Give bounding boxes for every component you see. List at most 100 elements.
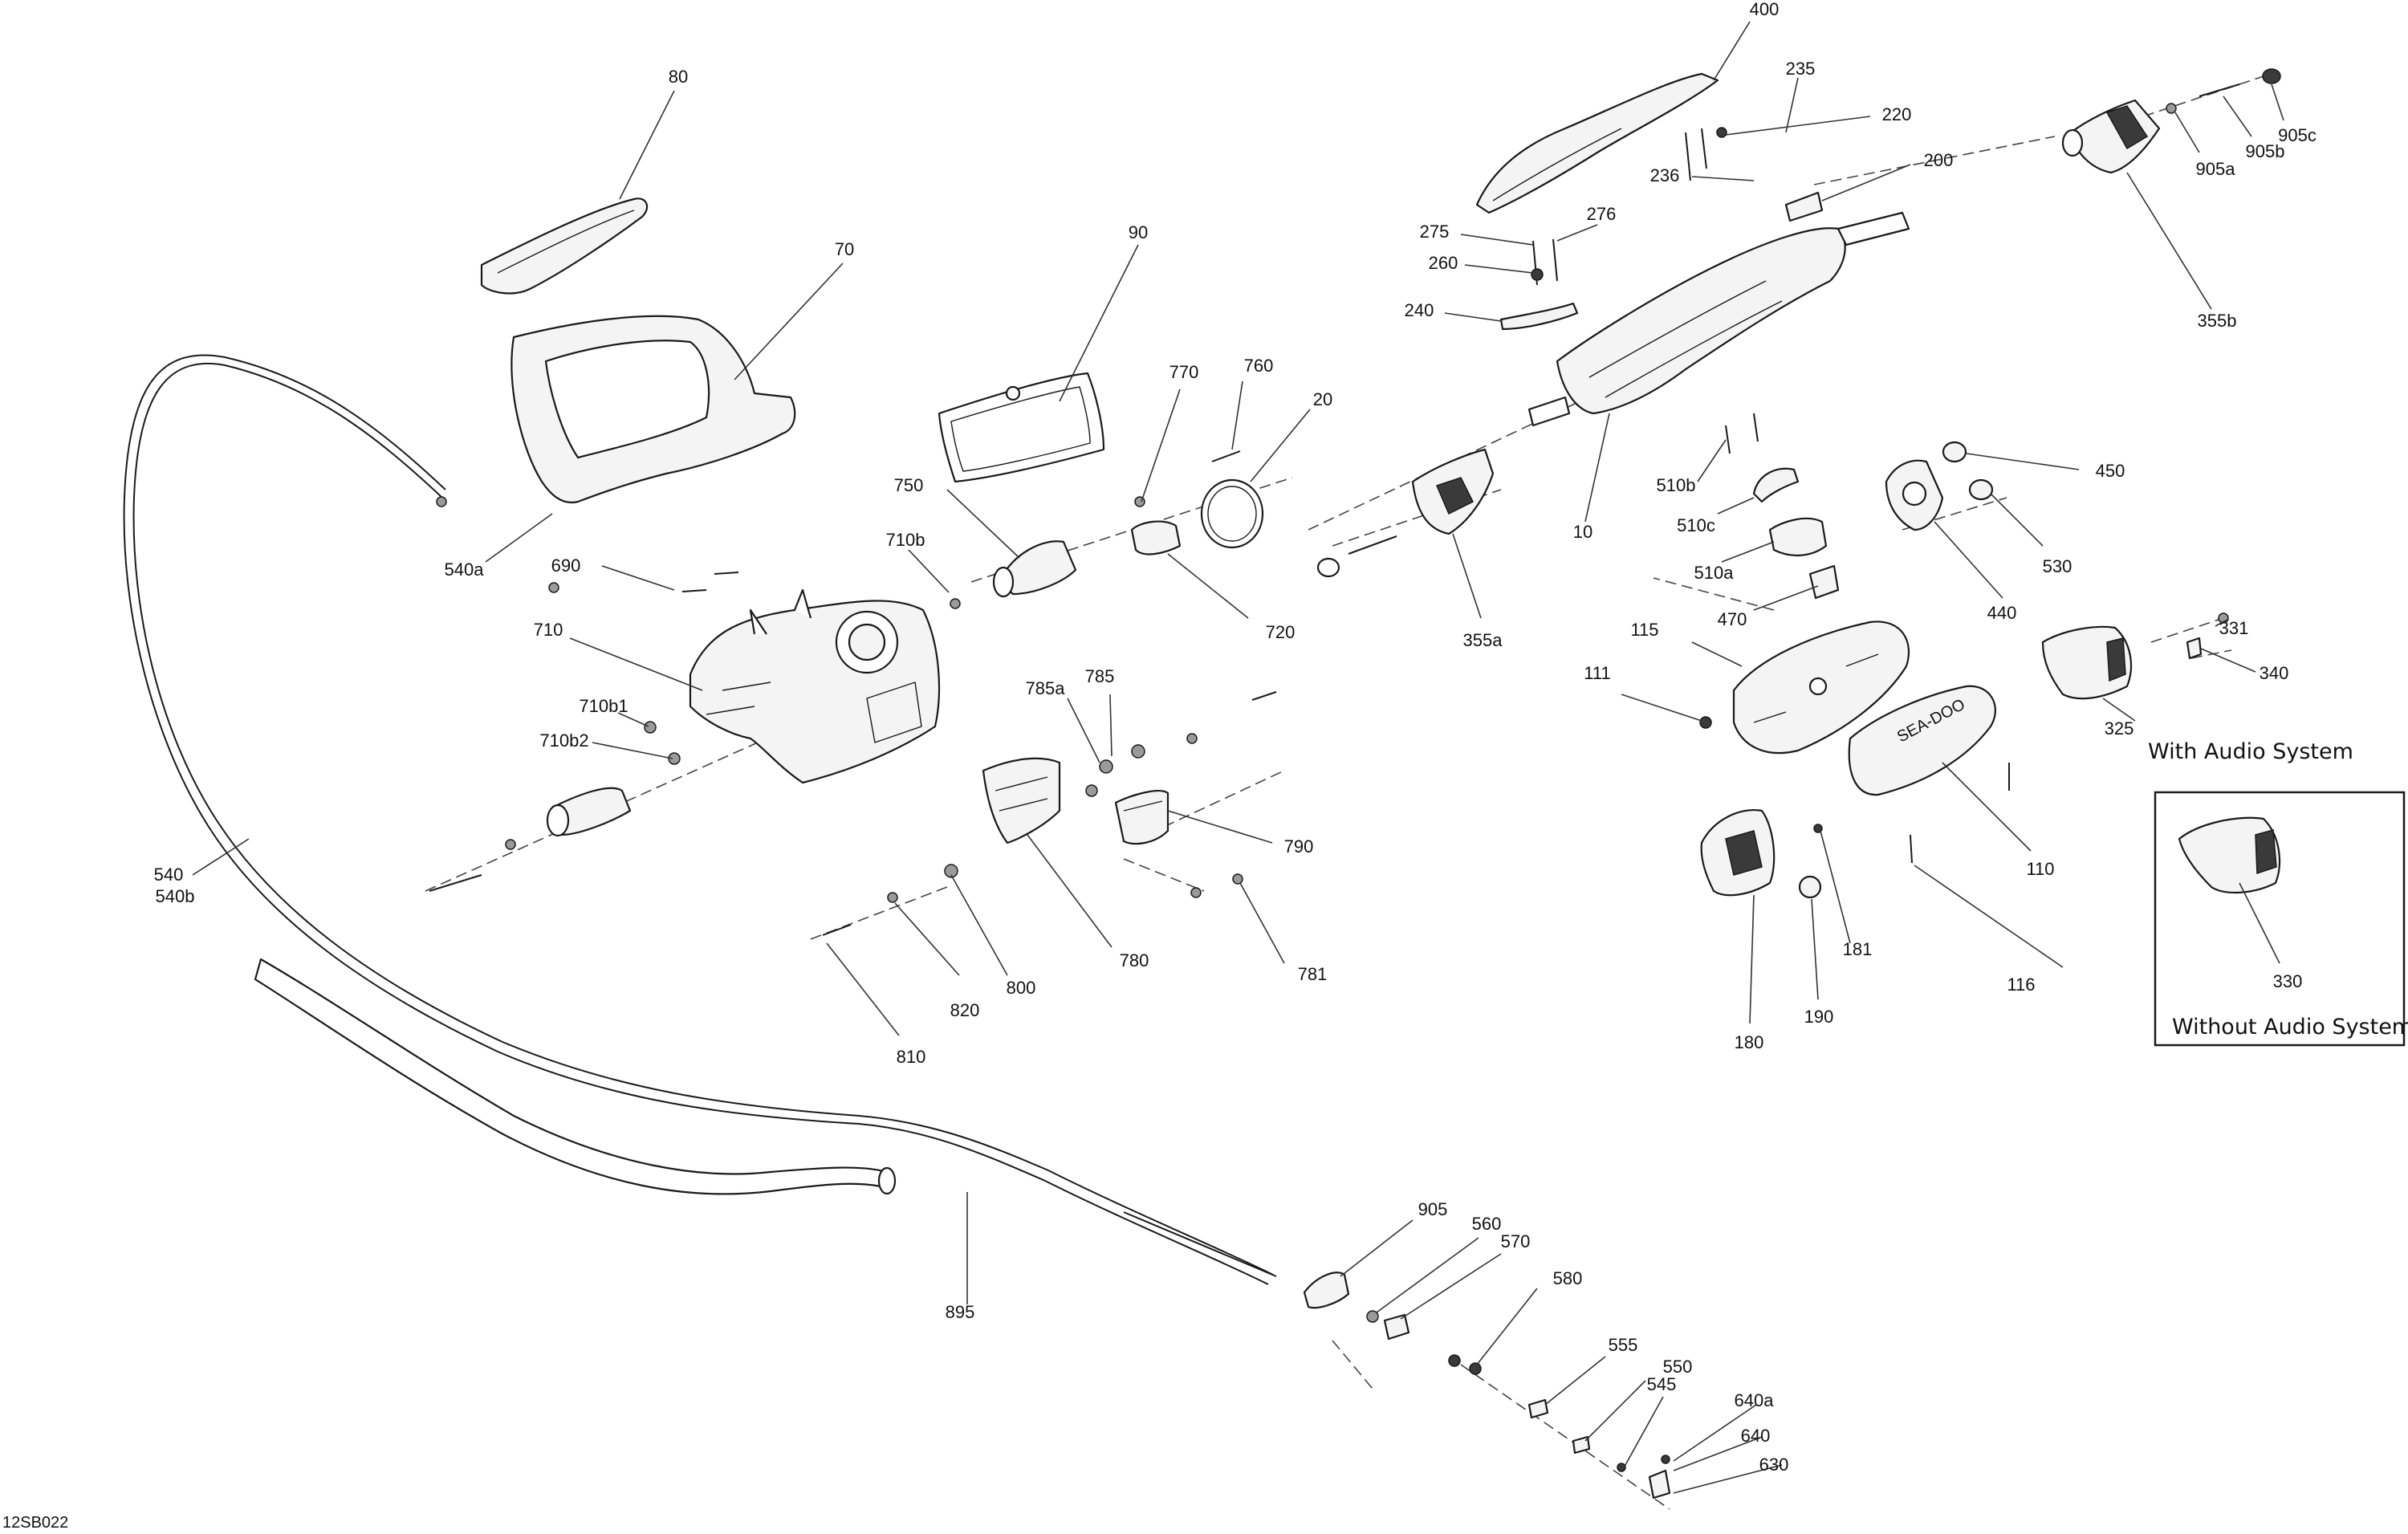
part-90-gasket: [938, 372, 1105, 483]
label-710b1: 710b1: [579, 696, 628, 716]
label-325: 325: [2105, 718, 2134, 739]
part-510-clamp: [1752, 467, 1828, 557]
part-355b-grip: [2061, 99, 2161, 174]
label-540: 540: [154, 865, 184, 885]
label-580: 580: [1553, 1268, 1583, 1288]
small-fasteners-right: [1531, 127, 2229, 899]
label-330: 330: [2273, 971, 2303, 991]
label-276: 276: [1587, 204, 1617, 224]
label-90: 90: [1129, 222, 1148, 242]
label-800: 800: [1007, 978, 1036, 998]
label-200: 200: [1924, 150, 1954, 170]
label-20: 20: [1313, 389, 1332, 409]
label-640a: 640a: [1735, 1390, 1775, 1410]
label-180: 180: [1735, 1032, 1764, 1052]
label-710b2: 710b2: [539, 730, 588, 751]
label-790: 790: [1284, 836, 1314, 857]
part-240-lever: [1499, 302, 1579, 331]
label-770: 770: [1169, 362, 1199, 382]
label-905b: 905b: [2246, 141, 2285, 161]
label-510a: 510a: [1694, 563, 1735, 583]
cable-end-parts: [1303, 1272, 1671, 1499]
part-180-switch-cover: [1700, 808, 1775, 897]
label-80: 80: [669, 67, 688, 87]
part-710-steering-cover: [689, 588, 941, 784]
label-236: 236: [1650, 165, 1680, 185]
part-330-inset: [2154, 791, 2406, 1047]
label-331: 331: [2219, 618, 2249, 638]
label-720: 720: [1266, 622, 1296, 642]
label-710: 710: [534, 620, 563, 640]
label-355b: 355b: [2198, 311, 2237, 331]
label-750: 750: [894, 475, 924, 495]
label-550: 550: [1663, 1357, 1693, 1377]
label-630: 630: [1759, 1455, 1789, 1475]
label-116: 116: [2007, 975, 2035, 995]
label-570: 570: [1501, 1231, 1531, 1251]
label-895: 895: [946, 1302, 975, 1322]
label-70: 70: [835, 239, 854, 259]
label-530: 530: [2043, 556, 2072, 576]
label-710b: 710b: [886, 530, 925, 550]
part-790-switch: [1114, 790, 1169, 845]
part-200-bracket: [1784, 191, 1824, 222]
small-fasteners-left: [429, 450, 1277, 936]
label-275: 275: [1420, 222, 1450, 242]
part-10-steering-stem: [1527, 211, 1910, 427]
part-720-ring: [1130, 520, 1182, 555]
grip-end-parts: [2166, 68, 2281, 114]
part-450-530-caps: [1942, 441, 1994, 501]
part-355a-grip: [1316, 448, 1495, 578]
part-70-gauge-housing: [510, 315, 796, 504]
throttle-cable-540: [123, 354, 1277, 1285]
label-810: 810: [897, 1047, 926, 1067]
label-555: 555: [1609, 1335, 1638, 1355]
label-220: 220: [1882, 104, 1912, 124]
part-20-ring: [1200, 478, 1264, 549]
label-510c: 510c: [1677, 515, 1715, 535]
label-540b: 540b: [156, 886, 195, 906]
caption-without-audio: Without Audio System: [2172, 1015, 2408, 1040]
label-260: 260: [1429, 253, 1458, 273]
label-110: 110: [2026, 859, 2054, 879]
label-190: 190: [1804, 1007, 1834, 1027]
label-240: 240: [1405, 300, 1434, 320]
label-355a: 355a: [1463, 630, 1503, 650]
part-number-labels: 80 70 90 770 760 20 750 710b 720 690 710…: [154, 0, 2316, 1475]
label-905c: 905c: [2278, 125, 2316, 145]
label-760: 760: [1244, 356, 1274, 376]
label-10: 10: [1573, 522, 1592, 542]
label-640: 640: [1741, 1426, 1771, 1446]
part-325-switch-cover: [2041, 625, 2133, 700]
label-115: 115: [1630, 620, 1658, 640]
label-905: 905: [1418, 1199, 1448, 1219]
label-340: 340: [2260, 663, 2289, 683]
part-400-cover: [1475, 72, 1719, 214]
label-780: 780: [1120, 950, 1149, 970]
hose-895: [254, 958, 897, 1195]
label-181: 181: [1843, 939, 1873, 959]
label-560: 560: [1472, 1214, 1502, 1234]
label-690: 690: [551, 555, 581, 576]
part-115-cover: [1732, 621, 1910, 755]
label-235: 235: [1786, 59, 1816, 79]
label-450: 450: [2096, 461, 2125, 481]
label-400: 400: [1750, 0, 1780, 19]
label-540a: 540a: [445, 559, 485, 580]
label-785a: 785a: [1026, 678, 1066, 698]
label-510b: 510b: [1657, 475, 1696, 495]
part-750-grommet: [992, 540, 1077, 598]
part-710b2-grommet: [546, 787, 632, 837]
label-781: 781: [1298, 964, 1328, 984]
part-470-bracket: [1808, 564, 1840, 600]
part-80-visor: [480, 197, 649, 295]
label-820: 820: [950, 1000, 980, 1020]
part-440-housing: [1885, 459, 1944, 531]
caption-with-audio: With Audio System: [2148, 739, 2353, 764]
label-440: 440: [1987, 603, 2017, 623]
label-545: 545: [1647, 1374, 1677, 1394]
label-470: 470: [1718, 609, 1747, 629]
label-111: 111: [1584, 663, 1610, 683]
label-785: 785: [1085, 666, 1115, 686]
